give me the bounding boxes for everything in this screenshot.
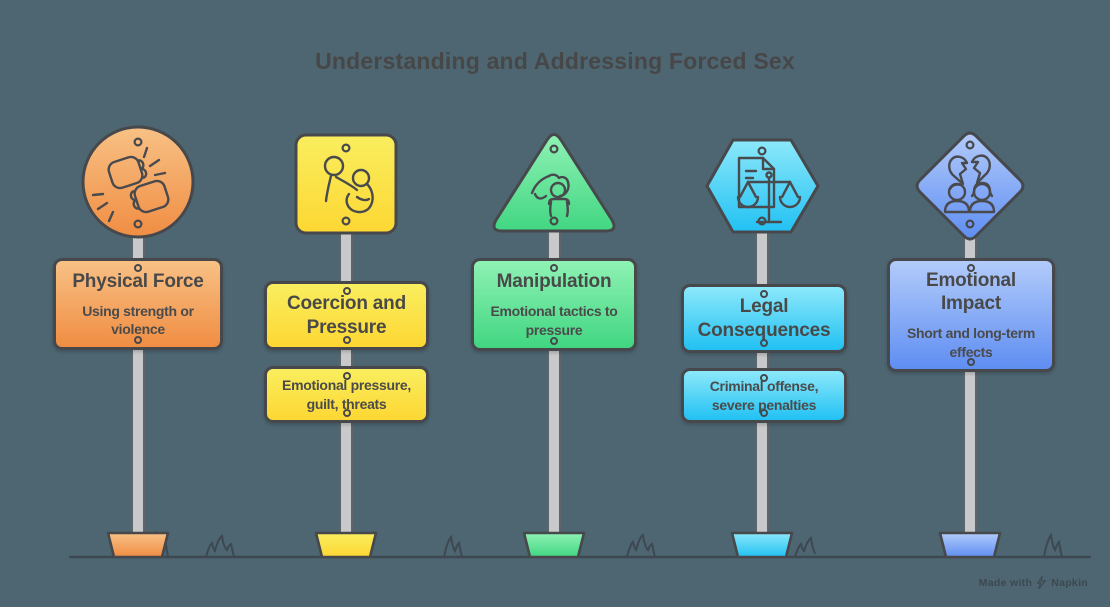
- screw-icon: [550, 264, 558, 272]
- base-blue: [938, 531, 1002, 559]
- base-green: [522, 531, 586, 559]
- sign-description: Emotional pressure, guilt, threats: [282, 377, 411, 412]
- coercion-description-board: Emotional pressure, guilt, threats: [264, 366, 429, 423]
- page-title: Understanding and Addressing Forced Sex: [315, 48, 795, 74]
- screw-icon: [967, 264, 975, 272]
- legal-description-board: Criminal offense, severe penalties: [681, 368, 847, 423]
- triangle-sign-shape: [492, 133, 616, 233]
- screw-icon: [760, 409, 768, 417]
- person-pressuring-person-icon: [323, 155, 374, 214]
- screw-icon: [342, 336, 351, 344]
- base-yellow: [314, 531, 378, 559]
- screw-icon: [760, 374, 768, 382]
- coercion-title-board: Coercion and Pressure: [264, 281, 429, 350]
- sign-description: Criminal offense, severe penalties: [709, 378, 819, 413]
- screw-icon: [342, 372, 351, 380]
- hexagon-sign-shape: [705, 138, 820, 234]
- watermark-prefix: Made with: [978, 576, 1033, 589]
- grass-tufts: [147, 530, 1063, 558]
- watermark-brand: Napkin: [1051, 576, 1088, 589]
- screw-icon: [342, 287, 351, 295]
- sign-description: Emotional tactics to pressure: [490, 303, 618, 338]
- watermark: Made with Napkin: [979, 576, 1088, 589]
- broken-heart-people-icon: [943, 154, 996, 214]
- sign-title: Coercion and Pressure: [286, 293, 406, 338]
- sign-title: Emotional Impact: [925, 270, 1017, 315]
- sign-title: Manipulation: [496, 271, 612, 293]
- sign-title: Physical Force: [72, 270, 204, 292]
- screw-icon: [967, 358, 975, 366]
- screw-icon: [760, 339, 768, 347]
- screw-icon: [134, 264, 142, 272]
- base-orange: [106, 531, 170, 559]
- screw-icon: [760, 290, 768, 298]
- napkin-logo-icon: [1037, 576, 1047, 589]
- sign-title: Legal Consequences: [697, 296, 831, 341]
- shape-screws: [133, 137, 975, 229]
- legal-title-board: Legal Consequences: [681, 284, 847, 353]
- sign-description: Using strength or violence: [82, 302, 194, 338]
- emotional-impact-board: Emotional Impact Short and long-term eff…: [887, 258, 1055, 372]
- screw-icon: [134, 336, 142, 344]
- post-bases: [106, 531, 1002, 559]
- sign-description: Short and long-term effects: [906, 325, 1036, 360]
- base-cyan: [730, 531, 794, 559]
- manipulation-board: Manipulation Emotional tactics to pressu…: [471, 258, 637, 351]
- physical-force-board: Physical Force Using strength or violenc…: [53, 258, 223, 350]
- document-scales-icon: [736, 156, 802, 224]
- screw-icon: [342, 409, 351, 417]
- hand-controlling-person-icon: [530, 173, 571, 218]
- fists-colliding-icon: [91, 146, 170, 223]
- diamond-sign-shape: [915, 131, 1025, 241]
- screw-icon: [550, 337, 558, 345]
